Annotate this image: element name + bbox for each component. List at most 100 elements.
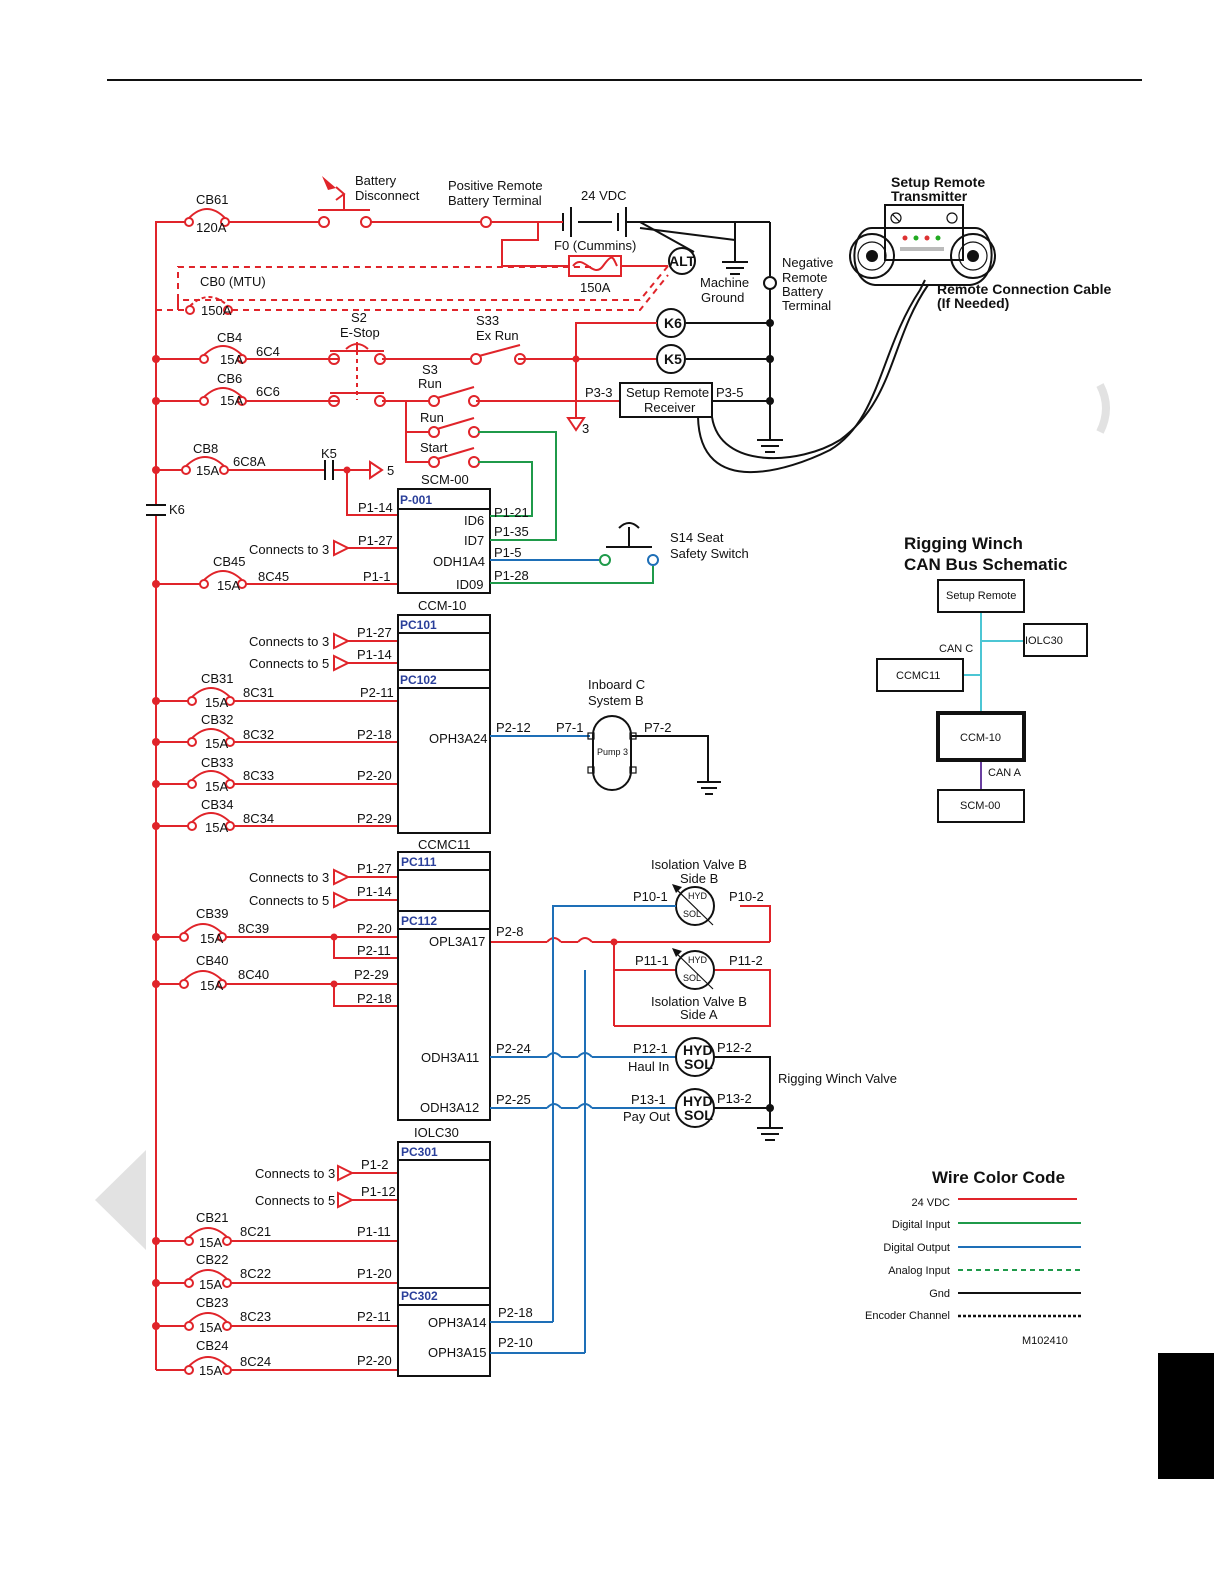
label-s14: S14 Seat <box>670 530 724 545</box>
label-cb61-amp: 120A <box>196 220 227 235</box>
label-hyd-1: HYD <box>683 1042 713 1058</box>
section-tab <box>1158 1353 1214 1479</box>
label-positive-terminal-2: Battery Terminal <box>448 193 542 208</box>
label-cb24-amp: 15A <box>199 1363 222 1378</box>
label-pump3: Pump 3 <box>597 747 628 757</box>
label-odh3a11: ODH3A11 <box>421 1050 479 1065</box>
label-cb34-amp: 15A <box>205 820 228 835</box>
legend-label-digital-input: Digital Input <box>892 1219 950 1231</box>
ground-symbol <box>757 1127 783 1141</box>
label-remote-cable-2: (If Needed) <box>937 295 1009 311</box>
label-8c31: 8C31 <box>243 685 274 700</box>
setup-remote-receiver <box>619 382 713 418</box>
label-8c23: 8C23 <box>240 1309 271 1324</box>
label-p2-10: P2-10 <box>498 1335 533 1350</box>
label-iso-b: Isolation Valve B <box>651 857 747 872</box>
breaker-cb4 <box>199 345 247 364</box>
label-cb23: CB23 <box>196 1295 229 1310</box>
breaker-cb39 <box>179 923 227 942</box>
ground-symbol <box>722 261 748 275</box>
schematic-labels: CB61 120A Battery Disconnect Positive Re… <box>169 173 1111 1378</box>
label-p11-2: P11-2 <box>729 953 763 968</box>
label-battery-disconnect: Battery <box>355 173 397 188</box>
label-machine-ground: Machine <box>700 275 749 290</box>
breaker-cb31 <box>187 687 235 706</box>
figure-id: M102410 <box>1022 1335 1068 1347</box>
label-sol-1: SOL <box>684 1056 713 1072</box>
legend-label-analog-input: Analog Input <box>888 1265 950 1277</box>
label-k5-coil: K5 <box>664 351 682 367</box>
breaker-cb34 <box>187 812 235 831</box>
label-cb32-amp: 15A <box>205 736 228 751</box>
label-fuse: F0 (Cummins) <box>554 238 636 253</box>
label-ccmc-p2-18: P2-18 <box>357 991 392 1006</box>
label-neg-terminal-2: Remote <box>782 270 828 285</box>
label-s2: S2 <box>351 310 367 325</box>
can-node-setup-remote <box>937 579 1025 613</box>
page-edge-mark <box>1096 383 1110 434</box>
label-8c33: 8C33 <box>243 768 274 783</box>
label-p13-2: P13-2 <box>717 1091 752 1106</box>
label-p1-12: P1-12 <box>361 1184 396 1199</box>
label-iolc-p2-18: P2-18 <box>498 1305 533 1320</box>
label-pc111: PC111 <box>401 855 437 869</box>
label-cb0: CB0 (MTU) <box>200 274 266 289</box>
label-p7-2: P7-2 <box>644 720 671 735</box>
label-opl3a17: OPL3A17 <box>429 934 485 949</box>
label-s3: S3 <box>422 362 438 377</box>
label-cb0-amp: 150A <box>201 303 232 318</box>
label-scm00: SCM-00 <box>421 472 469 487</box>
label-cb34: CB34 <box>201 797 234 812</box>
can-node-iolc30 <box>1023 623 1088 657</box>
label-cb22: CB22 <box>196 1252 229 1267</box>
canbus-can-a-label: CAN A <box>988 767 1022 779</box>
canbus-scm00-label: SCM-00 <box>960 800 1000 812</box>
label-sol-4: SOL <box>683 973 701 983</box>
label-remote-cable: Remote Connection Cable <box>937 281 1111 297</box>
label-hyd-2: HYD <box>683 1093 713 1109</box>
label-p3-5: P3-5 <box>716 385 743 400</box>
label-cb61: CB61 <box>196 192 229 207</box>
label-cb45-amp: 15A <box>217 578 240 593</box>
label-p1-2: P1-2 <box>361 1157 388 1172</box>
label-connects-5-iolc: Connects to 5 <box>255 1193 335 1208</box>
label-ccm-p2-29: P2-29 <box>357 811 392 826</box>
label-8c32: 8C32 <box>243 727 274 742</box>
pump-3-icon <box>587 715 637 791</box>
label-oph3a15: OPH3A15 <box>428 1345 487 1360</box>
ground-wiring <box>619 221 929 474</box>
label-connects-3-ccmc: Connects to 3 <box>249 870 329 885</box>
label-battery-disconnect-2: Disconnect <box>355 188 420 203</box>
label-id7: ID7 <box>464 533 484 548</box>
label-pc102: PC102 <box>400 673 437 687</box>
label-p7-1: P7-1 <box>556 720 583 735</box>
isolation-valve-side-a-icon <box>672 948 715 990</box>
ccm-10-module <box>397 614 721 834</box>
label-cb8: CB8 <box>193 441 218 456</box>
ccmc11-module <box>397 851 783 1353</box>
label-cb31-amp: 15A <box>205 695 228 710</box>
label-cb40: CB40 <box>196 953 229 968</box>
scm-00-module <box>397 431 659 594</box>
breaker-cb32 <box>187 728 235 747</box>
canbus-can-c-label: CAN C <box>939 643 973 655</box>
can-bus-schematic <box>876 579 1088 823</box>
label-positive-terminal: Positive Remote <box>448 178 543 193</box>
circuit-breakers <box>179 208 247 1375</box>
label-machine-ground-2: Ground <box>701 290 744 305</box>
label-pc101: PC101 <box>400 618 437 632</box>
label-k5-contact: K5 <box>321 446 337 461</box>
label-p10-2: P10-2 <box>729 889 764 904</box>
can-node-ccmc11 <box>876 658 964 692</box>
label-connects-3-iolc: Connects to 3 <box>255 1166 335 1181</box>
label-cb8-amp: 15A <box>196 463 219 478</box>
label-p10-1: P10-1 <box>633 889 668 904</box>
breaker-cb6 <box>199 387 247 406</box>
label-cb24: CB24 <box>196 1338 229 1353</box>
breaker-cb61 <box>184 208 230 227</box>
label-p1-28: P1-28 <box>494 568 529 583</box>
breaker-cb22 <box>184 1269 232 1288</box>
breaker-cb21 <box>184 1227 232 1246</box>
can-node-ccm-10 <box>936 711 1026 762</box>
label-p1-14: P1-14 <box>358 500 393 515</box>
